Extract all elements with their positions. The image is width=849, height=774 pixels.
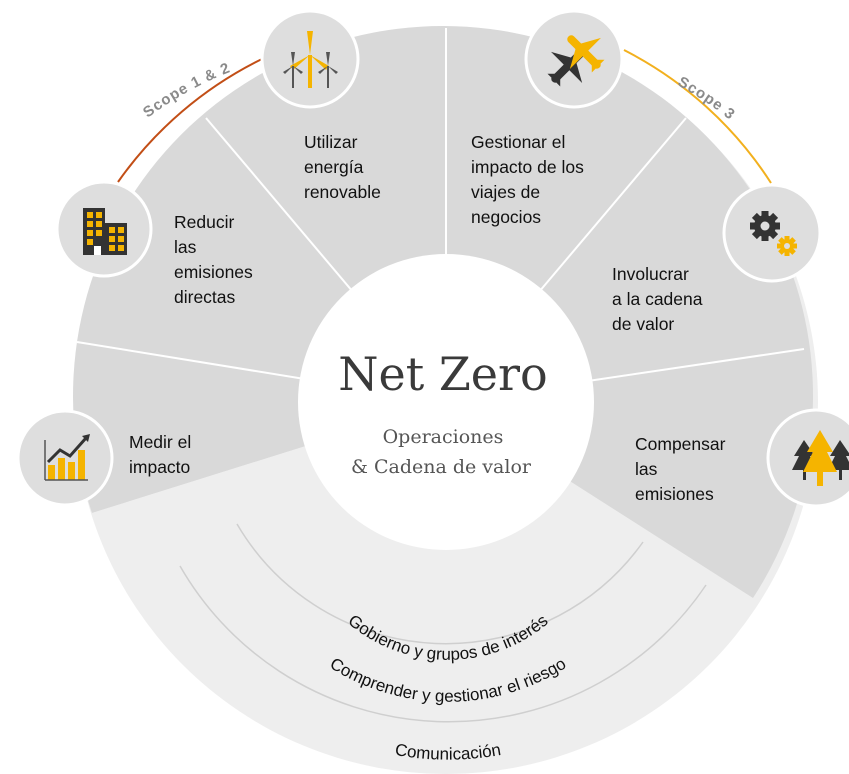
gears-icon: [722, 183, 822, 283]
center-subtitle-line2: & Cadena de valor: [351, 456, 532, 478]
trees-icon: [766, 408, 849, 508]
center-circle: [298, 254, 594, 550]
segment-label-cadena: Involucrar a la cadena de valor: [612, 264, 707, 334]
segment-label-compensar: Compensar las emisiones: [635, 434, 730, 504]
chart-growth-icon: [16, 409, 114, 507]
wind-turbine-icon: [260, 9, 360, 109]
airplane-icon: [524, 9, 624, 109]
segment-label-medir: Medir el impacto: [129, 432, 196, 477]
foundation-rings: [179, 523, 707, 723]
segment-label-viajes: Gestionar el impacto de los viajes de ne…: [471, 132, 589, 227]
scope12-line: [117, 58, 263, 183]
center-subtitle-line1: Operaciones: [383, 426, 504, 448]
buildings-icon: [55, 180, 153, 278]
foundation-area: [92, 402, 755, 767]
ring-label-comunicacion: Comunicación: [394, 740, 503, 764]
center-title: Net Zero: [338, 347, 547, 401]
segment-label-renovable: Utilizar energía renovable: [304, 132, 381, 202]
segment-label-reducir: Reducir las emisiones directas: [174, 212, 258, 307]
scope3-line: [623, 49, 772, 184]
